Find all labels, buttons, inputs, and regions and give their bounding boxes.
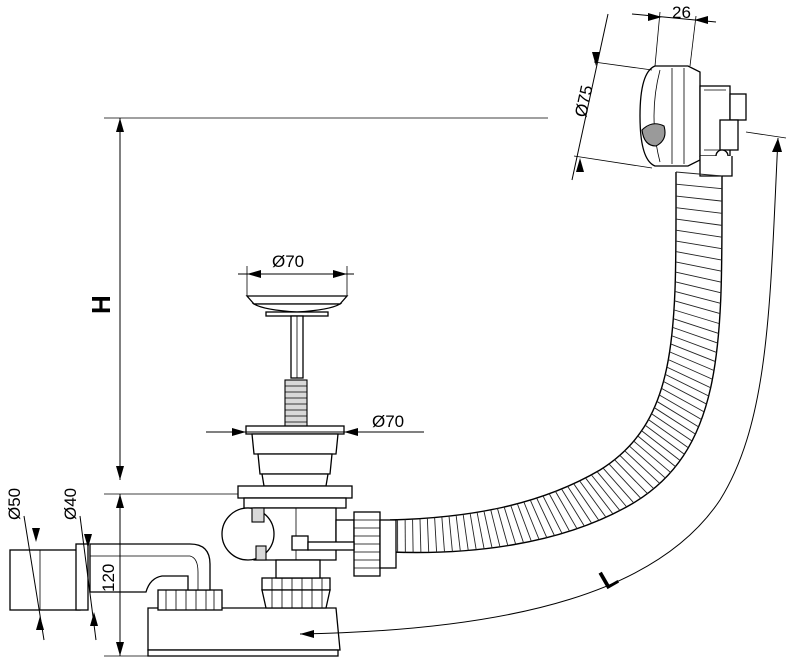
hose-rib: [671, 335, 717, 353]
hose-rib: [516, 503, 532, 542]
hose-rib: [670, 343, 716, 362]
hose-rib: [412, 519, 414, 553]
hose-rib: [648, 419, 689, 449]
hose-rib: [675, 281, 722, 294]
hose-rib: [675, 261, 722, 272]
hose-rib: [675, 229, 723, 238]
hose-rib: [555, 491, 578, 529]
overflow-head: [639, 65, 747, 177]
hose-rib: [661, 387, 705, 413]
hose-rib: [675, 207, 723, 214]
waste-body: [221, 425, 397, 577]
hose-rib: [675, 251, 722, 261]
hose-rib: [469, 513, 477, 550]
hose-rib: [644, 424, 685, 455]
waste-diameter-label: Ø70: [372, 412, 404, 431]
hose-rib: [675, 195, 723, 202]
hose-rib: [510, 505, 524, 543]
hose-rib: [673, 309, 720, 325]
hose-rib: [674, 300, 721, 315]
hose-rib: [654, 407, 696, 435]
hose-rib: [675, 240, 722, 250]
hose-rib: [637, 435, 676, 467]
hose-rib: [614, 459, 648, 494]
hose-rib: [503, 506, 517, 545]
hose-rib: [602, 467, 635, 504]
hose-rib: [668, 359, 713, 380]
hose-rib: [476, 512, 485, 549]
hose-rib: [490, 509, 501, 547]
hose-rib: [441, 516, 445, 552]
overflow-diameter-label: Ø75: [571, 83, 596, 118]
hose-rib: [675, 218, 723, 226]
hose-rib: [591, 474, 621, 511]
outlet-outer-diameter-label: Ø50: [5, 488, 24, 520]
plug-assembly: [245, 295, 349, 429]
hose-rib: [665, 373, 709, 397]
height-label: H: [86, 295, 116, 314]
hose-rib: [542, 495, 563, 534]
hose-rib: [455, 515, 461, 552]
dimension-lines: [23, 11, 787, 657]
hose-rib: [674, 290, 721, 304]
trap-body: [9, 543, 341, 657]
hose-rib: [426, 518, 430, 553]
hose-rib: [579, 480, 607, 518]
hose-rib: [663, 381, 707, 405]
length-label: L: [594, 561, 623, 595]
hose-rib: [434, 517, 438, 553]
hose-rib: [596, 471, 627, 508]
hose-rib: [608, 463, 642, 499]
flexible-hose: [389, 171, 723, 554]
hose-rib: [497, 508, 509, 546]
overflow-width-label: 26: [672, 3, 691, 22]
hose-rib: [448, 516, 453, 552]
hose-rib: [619, 455, 655, 489]
outlet-height-label: 120: [99, 564, 118, 592]
hose-rib: [675, 183, 723, 190]
hose-rib: [659, 394, 702, 420]
hose-rib: [548, 493, 570, 532]
hose-rib: [651, 413, 693, 442]
plug-diameter-label: Ø70: [272, 252, 304, 271]
hose-rib: [585, 477, 614, 515]
hose-rib: [633, 440, 671, 473]
hose-rib: [419, 518, 422, 553]
outlet-inner-diameter-label: Ø40: [61, 488, 80, 520]
hose-rib: [641, 430, 681, 461]
hose-rib: [629, 445, 666, 479]
hose-rib: [675, 271, 722, 283]
hose-rib: [529, 499, 548, 538]
hose-rib: [656, 401, 699, 428]
hose-rib: [573, 483, 600, 521]
hose-rib: [673, 318, 719, 334]
hose-rib: [561, 488, 585, 527]
hose-rib: [666, 366, 711, 389]
hose-rib: [523, 501, 540, 540]
hose-rib: [672, 326, 718, 344]
hose-rib: [624, 450, 661, 484]
hose-rib: [462, 514, 469, 551]
hose-rib: [536, 497, 555, 536]
hose-rib: [669, 351, 715, 371]
hose-rib: [483, 511, 493, 548]
hose-rib: [675, 171, 723, 177]
hose-rib: [567, 486, 593, 524]
